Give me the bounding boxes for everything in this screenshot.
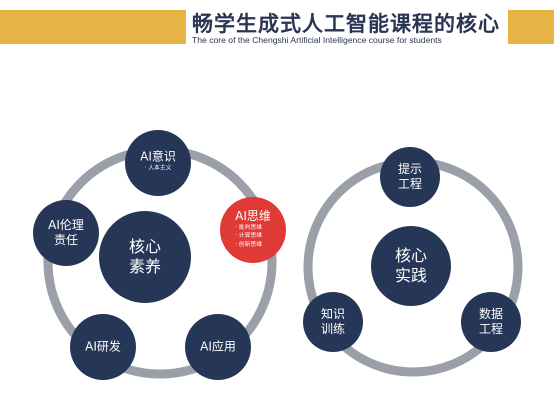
left-center-circle [99, 211, 191, 303]
right-center-circle [371, 226, 451, 306]
left-node-ai-application [185, 314, 251, 380]
left-node-ai-awareness [125, 130, 191, 196]
header-accent-bar-right [508, 10, 554, 44]
right-center-label: 核心 实践 [394, 246, 428, 285]
prompt-engineering-label: 提示 工程 [397, 162, 423, 191]
ai-research-label: AI研发 [85, 339, 121, 354]
knowledge-training-label: 知识 训练 [320, 307, 346, 336]
ai-awareness-label: AI意识 · 人本主义 [140, 149, 176, 172]
right-node-data-engineering [461, 292, 521, 352]
page-title: 畅学生成式人工智能课程的核心 [192, 12, 500, 36]
page-subtitle: The core of the Chengshi Artificial Inte… [192, 35, 442, 45]
left-node-ai-research [70, 314, 136, 380]
right-node-prompt-engineering [380, 147, 440, 207]
ai-thinking-label: AI思维 · 批判思维 · 计算思维 · 创新思维 [235, 208, 271, 248]
header-accent-bar-left [0, 10, 186, 44]
ai-application-label: AI应用 [200, 339, 236, 354]
left-center-label: 核心 素养 [128, 237, 162, 276]
data-engineering-label: 数据 工程 [478, 307, 504, 336]
ai-ethics-label: AI伦理 责任 [48, 218, 84, 247]
left-node-ai-thinking [220, 197, 286, 263]
left-node-ai-ethics [33, 200, 99, 266]
right-node-knowledge-training [303, 292, 363, 352]
